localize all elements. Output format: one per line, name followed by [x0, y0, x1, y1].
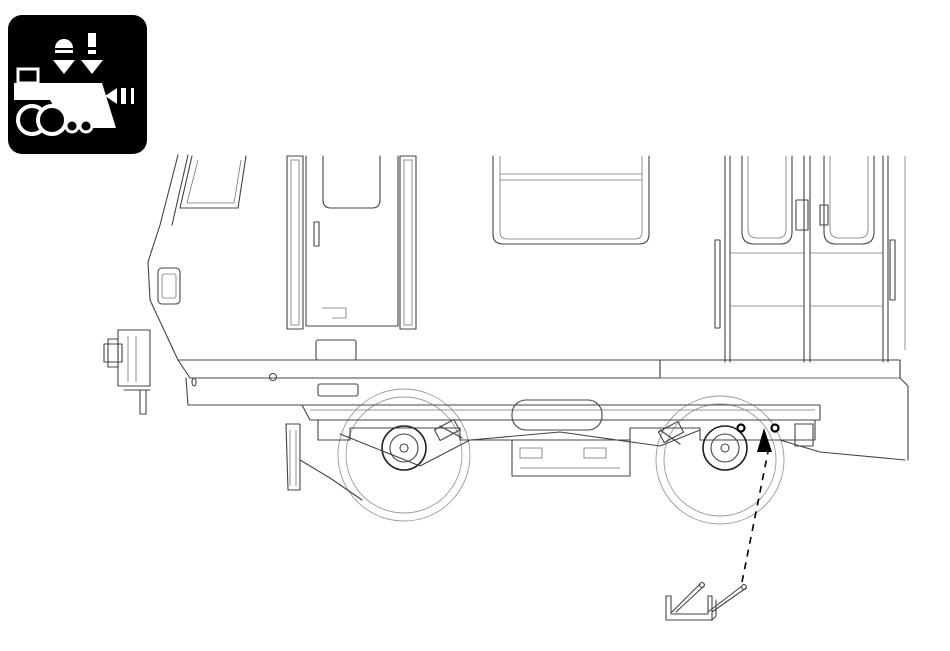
railcar-body: [148, 155, 908, 460]
bogie-assembly: [286, 389, 905, 524]
locomotive-badge-icon: [8, 15, 147, 154]
front-coupler: [104, 330, 150, 414]
u-clip-part-icon: [666, 583, 746, 620]
